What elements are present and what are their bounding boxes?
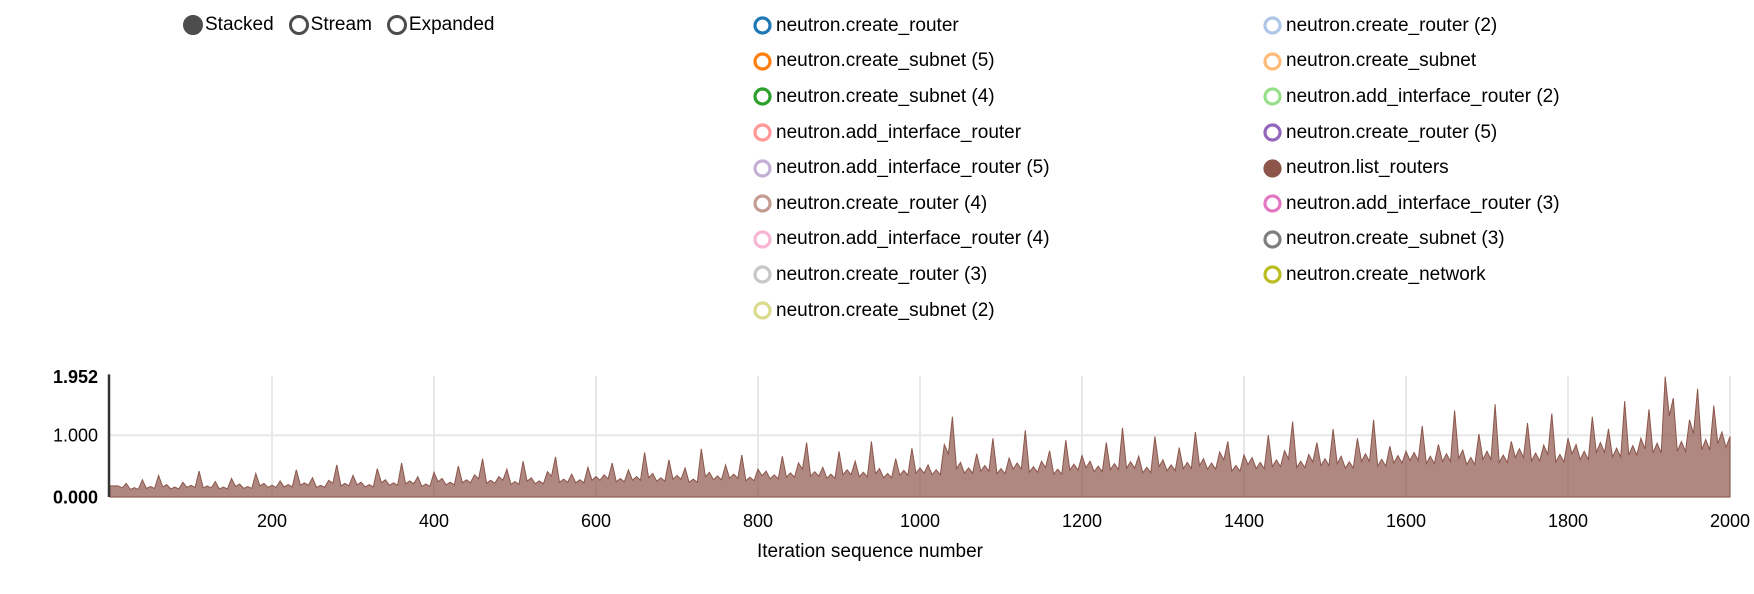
legend-series-circle-icon	[1263, 87, 1282, 107]
legend-item[interactable]: neutron.add_interface_router (4)	[752, 222, 1050, 258]
legend-series-label: neutron.create_router (4)	[776, 192, 988, 214]
x-tick-label: 1600	[1386, 511, 1426, 531]
legend-series-label: neutron.add_interface_router (2)	[1286, 85, 1560, 107]
legend-series-circle-icon	[1263, 265, 1282, 285]
legend-series-circle-icon	[753, 87, 772, 107]
radio-expanded-label: Expanded	[408, 14, 495, 35]
radio-expanded-icon	[386, 15, 407, 35]
radio-stream-icon	[288, 15, 309, 35]
radio-stacked-label: Stacked	[205, 14, 274, 35]
legend-series-circle-icon	[1263, 230, 1282, 249]
legend-series-circle-icon	[753, 265, 772, 285]
legend-item[interactable]: neutron.list_routers	[1262, 150, 1560, 186]
radio-expanded[interactable]: Expanded	[386, 13, 495, 37]
legend-series-label: neutron.create_subnet	[1286, 50, 1477, 72]
area-series-list-routers[interactable]	[109, 376, 1731, 498]
chart-mode-controls: Stacked Stream Expanded	[183, 13, 494, 37]
legend-series-label: neutron.add_interface_router (4)	[776, 228, 1050, 250]
legend-series-label: neutron.add_interface_router (5)	[776, 157, 1050, 179]
legend-series-circle-icon	[1263, 123, 1282, 142]
legend-series-circle-icon	[753, 123, 772, 142]
legend-item[interactable]: neutron.add_interface_router (5)	[752, 150, 1050, 186]
legend-item[interactable]: neutron.create_router (2)	[1262, 8, 1560, 44]
radio-stacked[interactable]: Stacked	[183, 13, 274, 37]
legend-column-right: neutron.create_router (2) neutron.create_…	[1262, 8, 1560, 293]
legend-item[interactable]: neutron.create_router (3)	[752, 257, 1050, 293]
legend-series-label: neutron.add_interface_router (3)	[1286, 192, 1560, 214]
legend-item[interactable]: neutron.create_subnet (3)	[1262, 222, 1560, 258]
legend-item[interactable]: neutron.create_subnet	[1262, 44, 1560, 80]
legend-series-label: neutron.create_router (2)	[1286, 14, 1498, 36]
legend-series-label: neutron.create_subnet (3)	[1286, 228, 1505, 250]
legend-item[interactable]: neutron.add_interface_router	[752, 115, 1050, 151]
x-tick-label: 800	[743, 511, 773, 531]
legend-series-circle-icon	[1263, 52, 1282, 71]
x-tick-label: 1200	[1062, 511, 1102, 531]
legend-item[interactable]: neutron.add_interface_router (3)	[1262, 186, 1560, 222]
legend-series-circle-icon	[1263, 194, 1282, 213]
x-tick-label: 1800	[1548, 511, 1588, 531]
legend-series-circle-icon	[753, 194, 772, 213]
y-tick-label: 1.000	[53, 426, 98, 446]
x-tick-label: 200	[257, 511, 287, 531]
legend-item[interactable]: neutron.create_router (5)	[1262, 115, 1560, 151]
legend-series-label: neutron.create_router	[776, 14, 959, 36]
x-tick-label: 2000	[1710, 511, 1750, 531]
y-tick-label: 0.000	[53, 488, 98, 508]
legend-series-label: neutron.create_router (3)	[776, 263, 988, 285]
legend-item[interactable]: neutron.create_subnet (5)	[752, 44, 1050, 80]
legend-series-label: neutron.create_network	[1286, 263, 1486, 285]
legend-series-circle-icon	[753, 301, 772, 320]
legend-series-label: neutron.create_subnet (4)	[776, 85, 995, 107]
legend-series-circle-icon	[753, 159, 772, 178]
legend-series-label: neutron.create_subnet (5)	[776, 50, 995, 72]
legend-series-label: neutron.list_routers	[1286, 157, 1449, 179]
legend-item[interactable]: neutron.create_router	[752, 8, 1050, 44]
legend-series-circle-icon	[753, 52, 772, 71]
legend-item[interactable]: neutron.add_interface_router (2)	[1262, 79, 1560, 115]
legend-series-circle-icon	[753, 230, 772, 249]
legend-item[interactable]: neutron.create_router (4)	[752, 186, 1050, 222]
radio-stream-label: Stream	[310, 14, 372, 35]
legend-series-label: neutron.create_router (5)	[1286, 121, 1498, 143]
legend-item[interactable]: neutron.create_subnet (4)	[752, 79, 1050, 115]
legend-series-label: neutron.create_subnet (2)	[776, 299, 995, 321]
legend-series-circle-icon	[1263, 16, 1282, 35]
x-tick-label: 400	[419, 511, 449, 531]
x-tick-label: 1000	[900, 511, 940, 531]
legend-item[interactable]: neutron.create_network	[1262, 257, 1560, 293]
radio-stream[interactable]: Stream	[288, 13, 372, 37]
x-tick-label: 600	[581, 511, 611, 531]
legend-series-circle-icon	[753, 16, 772, 35]
x-axis-title: Iteration sequence number	[756, 541, 984, 562]
legend-series-label: neutron.add_interface_router	[776, 121, 1022, 143]
legend-column-left: neutron.create_router neutron.create_subn…	[752, 8, 1050, 328]
legend-series-circle-icon	[1263, 159, 1282, 178]
radio-stacked-icon	[183, 15, 203, 35]
y-tick-label: 1.952	[53, 367, 98, 387]
x-tick-label: 1400	[1224, 511, 1264, 531]
legend-item[interactable]: neutron.create_subnet (2)	[752, 293, 1050, 329]
